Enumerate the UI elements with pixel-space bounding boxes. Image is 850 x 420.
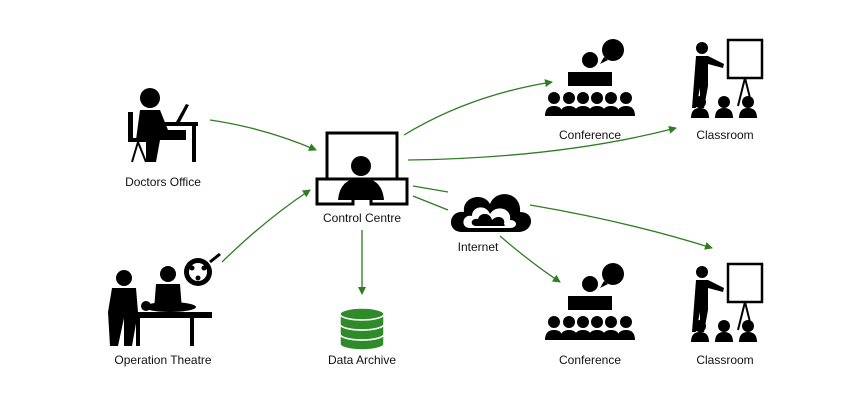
edge-internet-to-conference-bottom	[499, 235, 561, 283]
edge-control-centre-to-conference-top	[403, 79, 553, 136]
edge-control-centre-to-internet-a	[412, 185, 449, 193]
conference-audience-icon	[545, 39, 635, 116]
edge-doctors-office-to-control-centre	[209, 119, 317, 151]
database-stack-icon	[339, 307, 385, 351]
classroom-bottom-label: Classroom	[696, 353, 754, 367]
operation-theatre-label: Operation Theatre	[114, 353, 212, 367]
edge-control-centre-to-internet-b	[412, 195, 449, 211]
edge-internet-to-classroom-bottom	[529, 204, 713, 250]
classroom-presenter-icon	[691, 38, 764, 118]
conference-bottom-label: Conference	[558, 353, 622, 367]
edge-operation-theatre-to-control-centre	[221, 189, 311, 263]
edges	[209, 79, 713, 295]
doctors-office-label: Doctors Office	[125, 175, 201, 189]
control-centre-label: Control Centre	[322, 211, 402, 225]
cloud-icon	[450, 194, 532, 232]
doctor-at-desk-icon	[128, 88, 198, 163]
classroom-top-label: Classroom	[696, 128, 754, 142]
conference-top-label: Conference	[558, 128, 622, 142]
internet-label: Internet	[457, 240, 499, 254]
classroom-presenter-icon	[691, 262, 764, 342]
edge-control-centre-to-classroom-top	[407, 125, 677, 161]
conference-audience-icon	[545, 263, 635, 340]
operator-monitors-icon	[315, 131, 409, 206]
surgery-team-icon	[108, 252, 221, 346]
data-archive-label: Data Archive	[327, 353, 397, 367]
